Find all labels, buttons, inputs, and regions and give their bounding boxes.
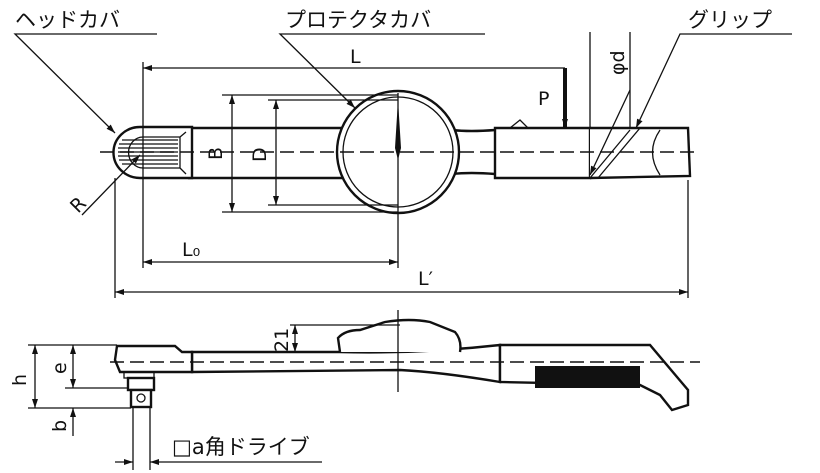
label-square-drive: □a角ドライブ xyxy=(172,435,310,459)
shaft-outline xyxy=(188,126,345,180)
dim-L0: L₀ xyxy=(182,239,200,261)
label-grip: グリップ xyxy=(688,8,772,32)
dim-D: D xyxy=(249,147,271,162)
top-view: L P φd B D R L₀ L′ ヘッドカバ プロテクタカバ グリップ xyxy=(13,8,792,298)
side-view: 21 h e b □a角ドライブ xyxy=(9,310,700,470)
dim-b: b xyxy=(49,420,71,432)
label-protector-cover: プロテクタカバ xyxy=(285,8,431,32)
square-drive xyxy=(129,388,153,409)
dim-phi-d: φd xyxy=(607,50,629,75)
dim-L: L xyxy=(350,46,361,68)
dim-B: B xyxy=(205,147,227,160)
side-head xyxy=(113,344,194,374)
side-dial xyxy=(336,318,462,353)
grip-front xyxy=(493,126,592,180)
dim-21: 21 xyxy=(271,328,293,352)
dim-e: e xyxy=(49,362,71,374)
dim-L-prime: L′ xyxy=(418,268,433,290)
dim-h: h xyxy=(9,374,31,386)
grip-knurl xyxy=(535,366,640,388)
label-head-cover: ヘッドカバ xyxy=(15,8,120,32)
dim-R: R xyxy=(66,193,91,218)
dim-P: P xyxy=(538,88,549,110)
